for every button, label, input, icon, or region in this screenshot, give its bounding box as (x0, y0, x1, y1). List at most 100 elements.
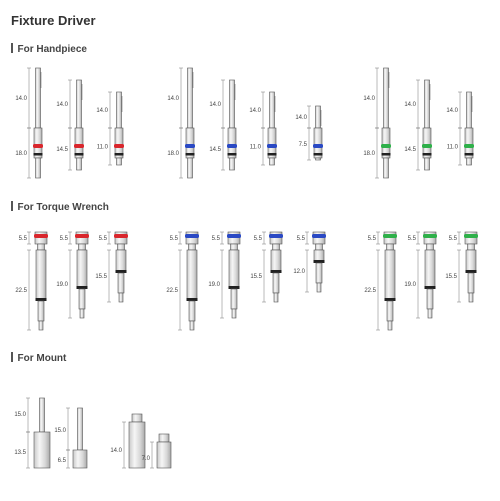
torque-driver-red-2-dim-top-label: 5.5 (60, 236, 69, 242)
handpiece-driver-red-2-dim-lower-label: 14.5 (56, 147, 68, 153)
handpiece-driver-blue-1-dim-upper-label: 14.0 (167, 96, 179, 102)
torque-driver-red-2-dim-body-label: 19.0 (56, 282, 68, 288)
handpiece-driver-blue-3-dim-lower-label: 11.0 (250, 145, 262, 151)
torque-driver-blue-1-tip (189, 320, 195, 331)
torque-driver-green-3-black-ring (465, 270, 477, 273)
mount-driver-4-body (156, 441, 172, 469)
torque-driver-green-2-shaft (426, 288, 434, 310)
mount-driver-2-dim-lower-label: 6.5 (58, 458, 67, 464)
handpiece-driver-red-2-tip (76, 157, 82, 171)
torque-driver-red-3-body (115, 249, 127, 273)
torque-driver-red-3-neck (117, 243, 125, 251)
handpiece-driver-red-3-shank (116, 91, 122, 129)
section-marker (11, 43, 13, 53)
torque-driver-red-3-black-ring (115, 270, 127, 273)
handpiece-driver-blue-3-dim-upper-label: 14.0 (249, 108, 261, 114)
handpiece-driver-green-1-black-ring (381, 153, 391, 156)
handpiece-driver-red-3-dim-lower-label: 11.0 (97, 145, 109, 151)
handpiece-driver-blue-4-tip (315, 157, 321, 161)
torque-driver-blue-2-shaft (230, 288, 238, 310)
torque-driver-blue-1-body (186, 249, 198, 301)
handpiece-driver-blue-2-black-ring (227, 153, 237, 156)
torque-driver-blue-1-dim-top-label: 5.5 (170, 236, 179, 242)
torque-driver-green-2-tip (427, 308, 433, 319)
torque-driver-blue-4-neck (315, 243, 323, 251)
handpiece-driver-blue-3-black-ring (267, 153, 277, 156)
handpiece-driver-red-1-black-ring (33, 153, 43, 156)
torque-driver-red-1-dim-top-label: 5.5 (19, 236, 28, 242)
handpiece-driver-blue-1-tip (187, 157, 193, 179)
mount-driver-1-shank (39, 397, 45, 433)
handpiece-driver-red-2-shank (76, 79, 82, 129)
section-marker (11, 352, 13, 362)
torque-driver-green-2-black-ring (424, 286, 436, 289)
torque-driver-blue-2-tip (231, 308, 237, 319)
handpiece-driver-green-2-black-ring (422, 153, 432, 156)
torque-driver-blue-3-neck (272, 243, 280, 251)
handpiece-driver-blue-4-black-ring (313, 153, 323, 156)
handpiece-driver-green-3-black-ring (464, 153, 474, 156)
handpiece-driver-green-1-dim-lower-label: 18.0 (363, 151, 375, 157)
torque-driver-blue-3-black-ring (270, 270, 282, 273)
torque-driver-blue-1-color-ring (185, 234, 199, 238)
torque-driver-blue-2-neck (230, 243, 238, 251)
handpiece-driver-green-3-dim-upper-label: 14.0 (446, 108, 458, 114)
mount-driver-3-cap (131, 413, 143, 423)
handpiece-driver-red-1-color-ring (33, 144, 43, 148)
mount-driver-2-shank (77, 407, 83, 451)
torque-driver-red-3-dim-body-label: 15.5 (95, 274, 107, 280)
torque-driver-green-2-dim-top-label: 5.5 (408, 236, 417, 242)
torque-driver-green-1-tip (387, 320, 393, 331)
handpiece-driver-blue-1-black-ring (185, 153, 195, 156)
torque-driver-green-3-tip (468, 292, 474, 303)
torque-driver-green-1-black-ring (384, 298, 396, 301)
handpiece-driver-green-3-color-ring (464, 144, 474, 148)
torque-driver-blue-4-dim-body-label: 12.0 (293, 269, 305, 275)
torque-driver-red-3-dim-top-label: 5.5 (99, 236, 108, 242)
torque-driver-blue-3-shaft (272, 272, 280, 294)
page-title: Fixture Driver (11, 13, 96, 28)
handpiece-driver-red-1-tip (35, 157, 41, 179)
torque-driver-blue-4-dim-top-label: 5.5 (297, 236, 306, 242)
handpiece-driver-red-3-dim-upper-label: 14.0 (96, 108, 108, 114)
mount-driver-1-body (33, 431, 51, 469)
handpiece-driver-red-1-shank (35, 67, 41, 129)
mount-driver-2-body (72, 449, 88, 469)
torque-driver-blue-2-body (228, 249, 240, 289)
handpiece-driver-red-3-tip (116, 157, 122, 166)
torque-driver-green-3-color-ring (464, 234, 478, 238)
torque-driver-red-3-color-ring (114, 234, 128, 238)
torque-driver-green-1-shaft (386, 300, 394, 322)
section-handpiece-label: For Handpiece (17, 44, 87, 55)
handpiece-driver-red-3-color-ring (114, 144, 124, 148)
torque-driver-green-3-shaft (467, 272, 475, 294)
torque-driver-blue-4-tip (316, 282, 322, 293)
torque-driver-green-2-neck (426, 243, 434, 251)
torque-driver-red-2-shaft (78, 288, 86, 310)
section-handpiece: For Handpiece (11, 43, 87, 55)
handpiece-driver-green-2-color-ring (422, 144, 432, 148)
torque-driver-red-2-color-ring (75, 234, 89, 238)
torque-driver-blue-3-dim-top-label: 5.5 (254, 236, 263, 242)
handpiece-driver-green-1-color-ring (381, 144, 391, 148)
torque-driver-blue-2-black-ring (228, 286, 240, 289)
torque-driver-green-2-dim-body-label: 19.0 (404, 282, 416, 288)
section-marker (11, 201, 13, 211)
handpiece-driver-green-1-shank (383, 67, 389, 129)
torque-driver-blue-2-dim-top-label: 5.5 (212, 236, 221, 242)
handpiece-driver-red-2-dim-upper-label: 14.0 (56, 102, 68, 108)
torque-driver-red-1-body (35, 249, 47, 301)
torque-driver-blue-1-shaft (188, 300, 196, 322)
handpiece-driver-blue-2-dim-lower-label: 14.5 (209, 147, 221, 153)
torque-driver-green-1-body (384, 249, 396, 301)
torque-driver-red-3-shaft (117, 272, 125, 294)
handpiece-driver-green-2-dim-lower-label: 14.5 (404, 147, 416, 153)
torque-driver-red-2-body (76, 249, 88, 289)
torque-driver-red-1-neck (37, 243, 45, 251)
handpiece-driver-green-1-tip (383, 157, 389, 179)
torque-driver-blue-3-body (270, 249, 282, 273)
torque-driver-green-3-body (465, 249, 477, 273)
mount-driver-2-dim-upper-label: 15.0 (54, 428, 66, 434)
torque-driver-blue-1-neck (188, 243, 196, 251)
